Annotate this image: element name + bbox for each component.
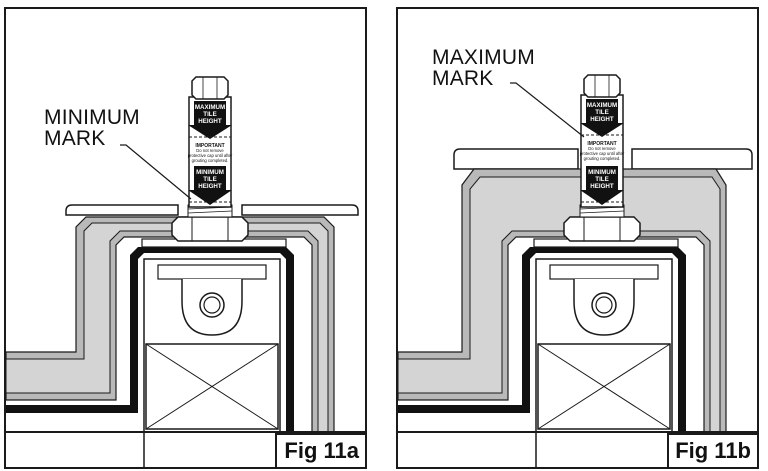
callout-leader: [120, 144, 192, 200]
label-top-line-2: TILE: [203, 111, 216, 118]
callout-line-2: MARK: [44, 127, 106, 150]
waterproof-membrane: [6, 247, 294, 467]
max-height-arrow: [580, 99, 624, 137]
label-top-line-1: MAXIMUM: [587, 102, 617, 109]
label-top-line-1: MAXIMUM: [195, 104, 225, 111]
drain-cross-section-diagram: MAXIMUM TILE HEIGHT IMPORTANT Do not rem…: [398, 74, 753, 467]
callout-line-1: MAXIMUM: [432, 46, 535, 69]
substrate-layer: [398, 176, 721, 467]
max-height-arrow: [188, 101, 232, 139]
cap-hex-head: [191, 76, 229, 100]
label-bottom-line-2: TILE: [203, 176, 216, 183]
callout-label: MINIMUM MARK: [44, 107, 140, 149]
label-top-line-3: HEIGHT: [198, 118, 222, 125]
important-line-3: grouting completed.: [192, 158, 229, 163]
important-line-2: protective cap until after: [580, 151, 625, 156]
tile-right: [631, 148, 753, 170]
figure-11b: MAXIMUM TILE HEIGHT IMPORTANT Do not rem…: [396, 7, 759, 469]
drain-clamp-ring: [549, 264, 659, 280]
important-title: IMPORTANT: [587, 141, 616, 147]
label-bottom-line-1: MINIMUM: [588, 169, 616, 176]
label-bottom-line-3: HEIGHT: [198, 183, 222, 190]
label-top-line-3: HEIGHT: [590, 116, 614, 123]
label-bottom-line-3: HEIGHT: [590, 183, 614, 190]
callout-leader: [510, 82, 585, 138]
cap-hex-head: [583, 74, 621, 98]
label-bottom-line-2: TILE: [595, 176, 608, 183]
leveling-nut: [171, 216, 249, 242]
label-top-line-2: TILE: [595, 109, 608, 116]
important-line-3: grouting completed.: [584, 156, 621, 161]
tile-left: [453, 148, 579, 170]
tile-left: [65, 204, 179, 216]
important-line-2: protective cap until after: [188, 153, 233, 158]
min-height-arrow: [580, 166, 624, 205]
callout-label: MAXIMUM MARK: [432, 47, 535, 89]
important-line-1: Do not remove: [196, 148, 224, 153]
tile-right: [241, 204, 359, 216]
drain-clamp-ring: [157, 264, 267, 280]
important-line-1: Do not remove: [588, 146, 616, 151]
figure-11a: MAXIMUM TILE HEIGHT IMPORTANT Do not rem…: [4, 7, 367, 469]
label-bottom-line-1: MINIMUM: [196, 169, 224, 176]
drain-cross-section-diagram: MAXIMUM TILE HEIGHT IMPORTANT Do not rem…: [6, 76, 359, 467]
caption-divider: [398, 431, 757, 433]
figure-caption: Fig 11a: [275, 433, 365, 467]
waterproof-membrane: [398, 247, 686, 467]
min-height-arrow: [188, 166, 232, 205]
caption-divider: [6, 431, 365, 433]
substrate-layer: [6, 222, 329, 467]
important-title: IMPORTANT: [195, 143, 224, 149]
callout-line-1: MINIMUM: [44, 106, 140, 129]
callout-line-2: MARK: [432, 67, 494, 90]
figure-caption: Fig 11b: [667, 433, 757, 467]
leveling-nut: [563, 216, 641, 242]
